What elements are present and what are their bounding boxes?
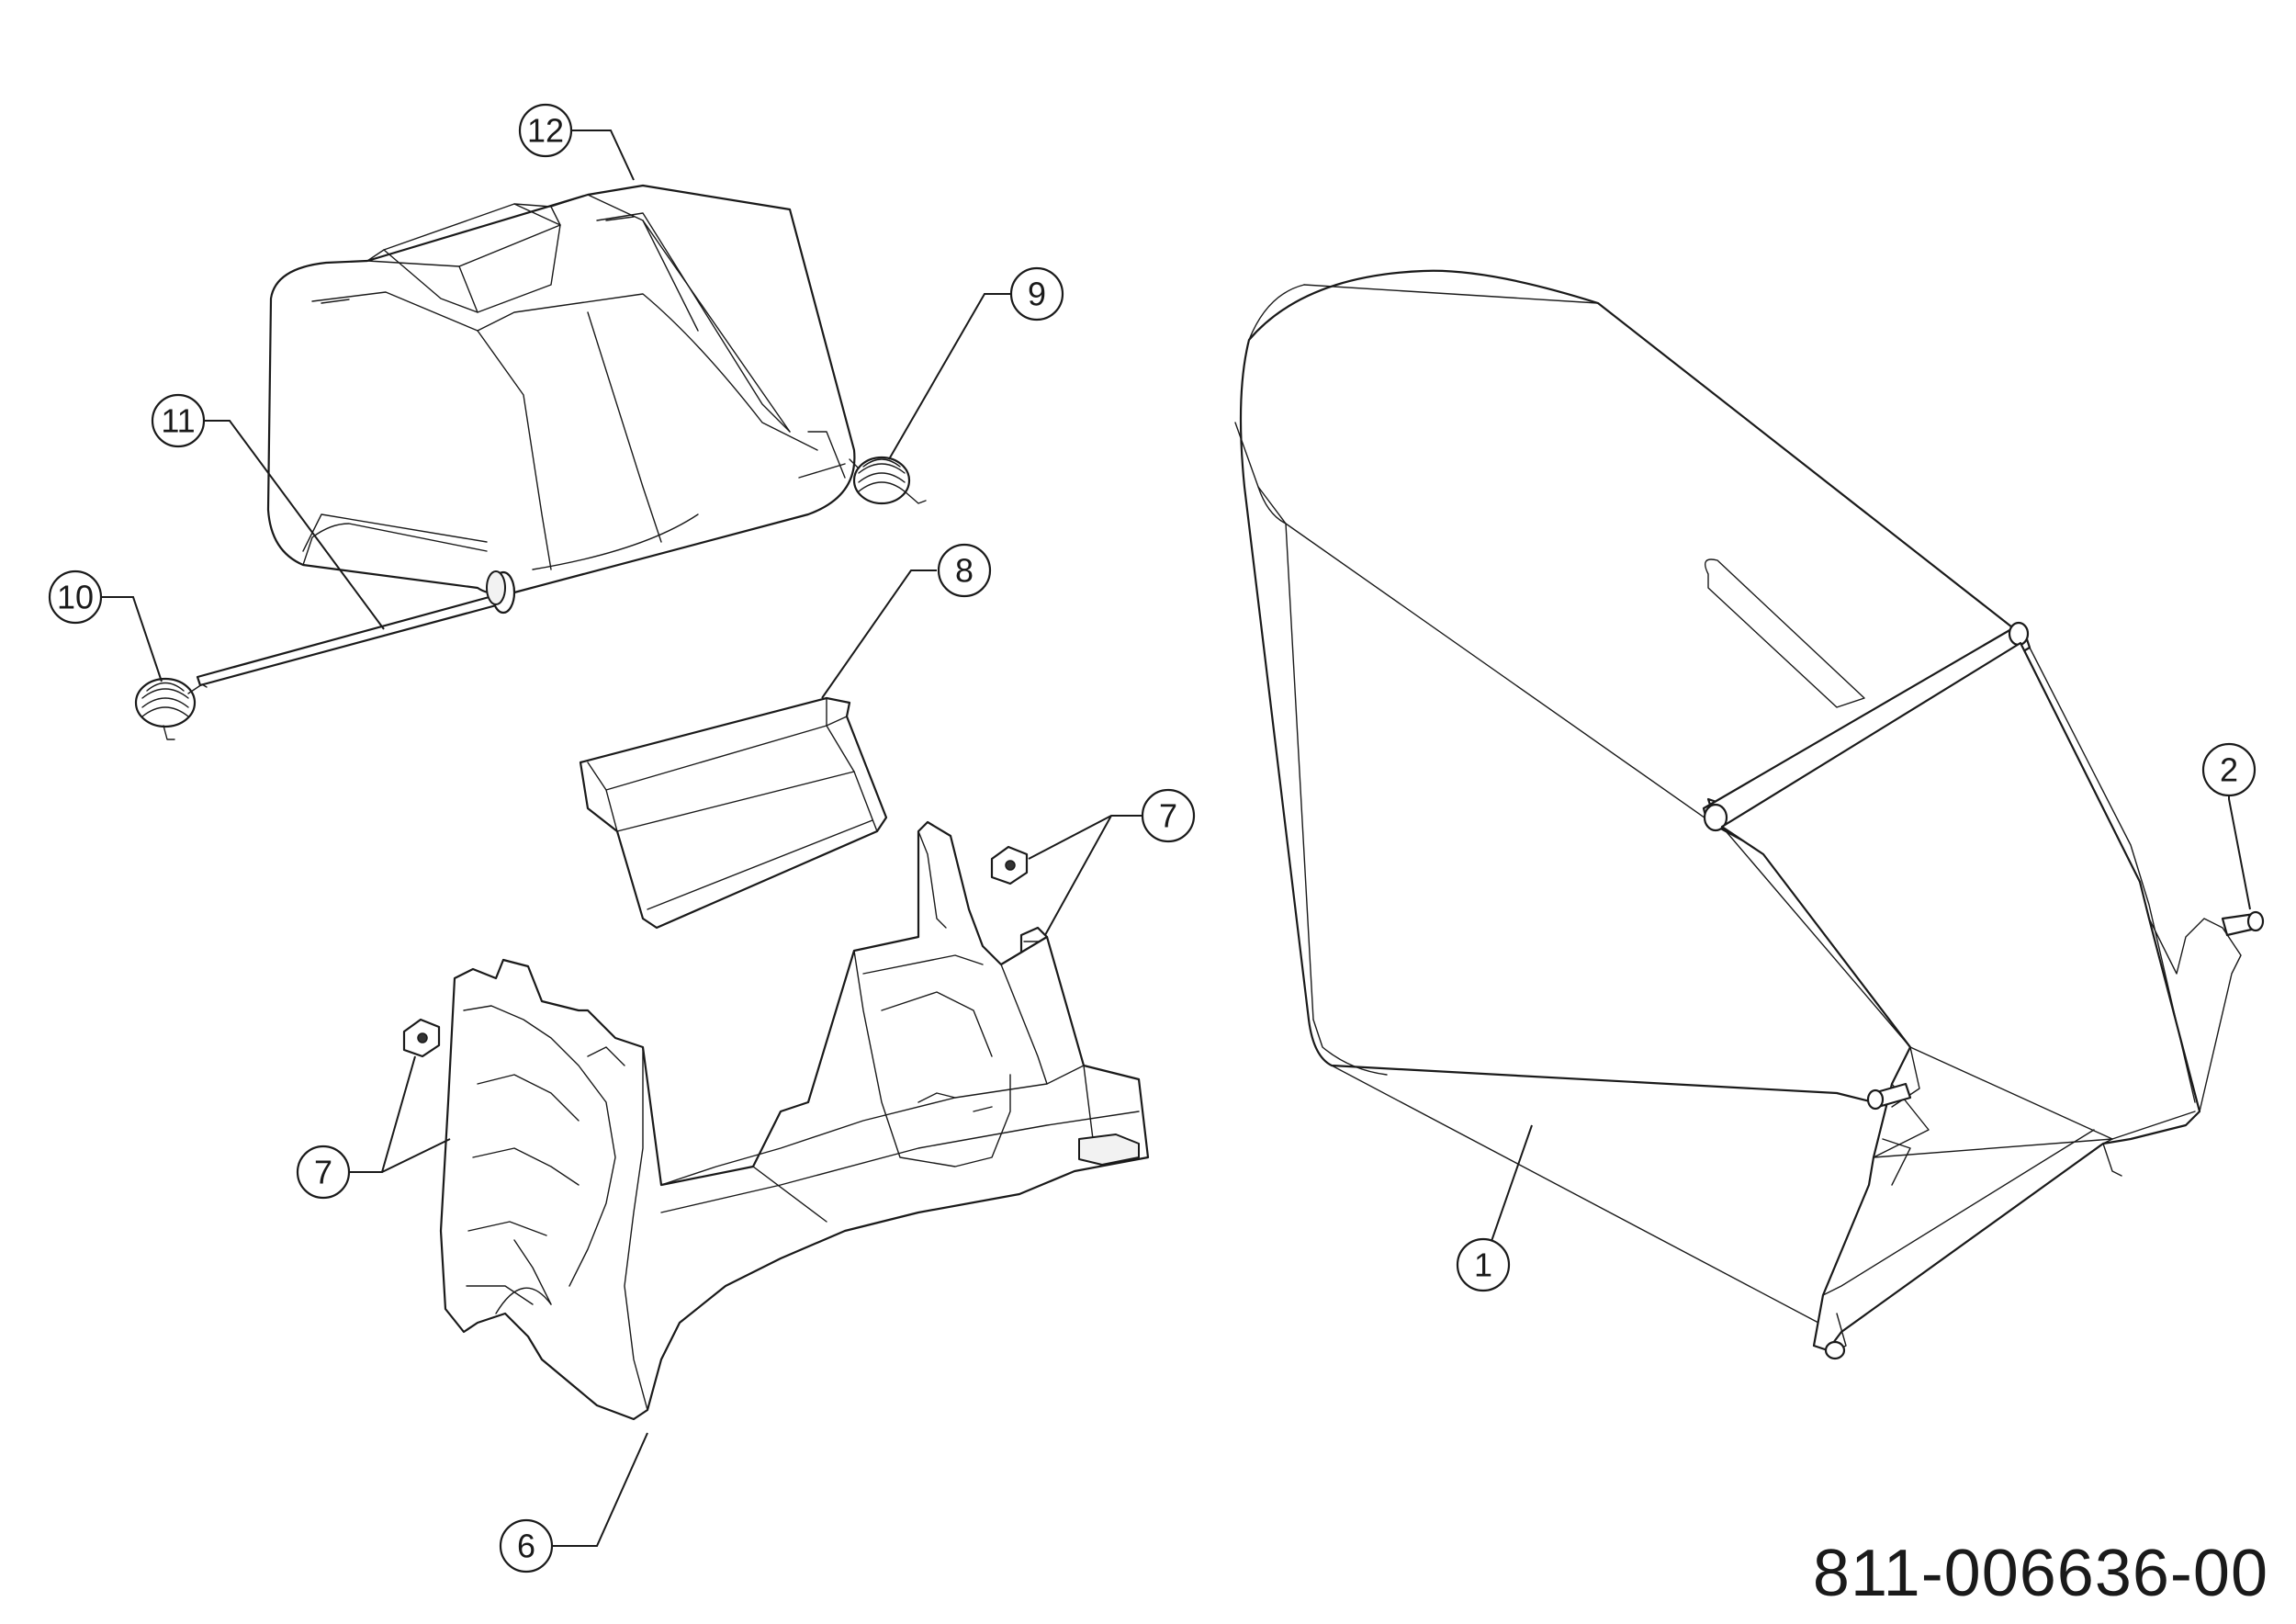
part-11-rod	[196, 570, 516, 687]
leader-9	[888, 293, 1010, 460]
part-7-clip-left	[402, 1018, 441, 1058]
callout-9-label: 9	[1028, 276, 1046, 313]
leader-11	[204, 420, 385, 630]
leader-8	[821, 570, 937, 699]
part-1-grass-catcher-bag	[1234, 269, 2265, 1360]
leader-6	[552, 1432, 648, 1547]
part-10-spring	[134, 677, 208, 740]
callout-8-label: 8	[955, 552, 974, 590]
part-8-deflector	[579, 696, 888, 930]
leader-7a	[1028, 815, 1142, 936]
part-7-clip-right-top	[990, 845, 1029, 885]
callout-10-label: 10	[57, 579, 94, 616]
callout-8: 8	[937, 543, 992, 598]
callout-10: 10	[48, 570, 103, 625]
callout-1-label: 1	[1474, 1246, 1492, 1284]
callout-1: 1	[1456, 1237, 1511, 1292]
callout-2: 2	[2201, 742, 2257, 797]
part-6-housing	[439, 820, 1150, 1421]
callout-6-label: 6	[517, 1528, 535, 1565]
callout-9: 9	[1009, 266, 1064, 321]
callout-2-label: 2	[2220, 751, 2238, 789]
callout-6: 6	[499, 1518, 554, 1573]
callout-7-right-label: 7	[1159, 797, 1177, 835]
callout-11-label: 11	[161, 402, 195, 440]
callout-7-left: 7	[296, 1145, 351, 1200]
leader-7b	[349, 1055, 451, 1173]
callout-12: 12	[518, 103, 573, 158]
leader-12	[571, 130, 635, 181]
document-number: 811-006636-00	[1812, 1537, 2268, 1610]
part-12-rear-flap	[266, 184, 856, 595]
callout-7-left-label: 7	[314, 1154, 332, 1191]
callout-12-label: 12	[527, 112, 564, 150]
leader-10	[101, 596, 163, 682]
callout-7-right: 7	[1141, 788, 1196, 843]
part-9-spring	[849, 456, 927, 505]
callout-11: 11	[151, 393, 206, 448]
